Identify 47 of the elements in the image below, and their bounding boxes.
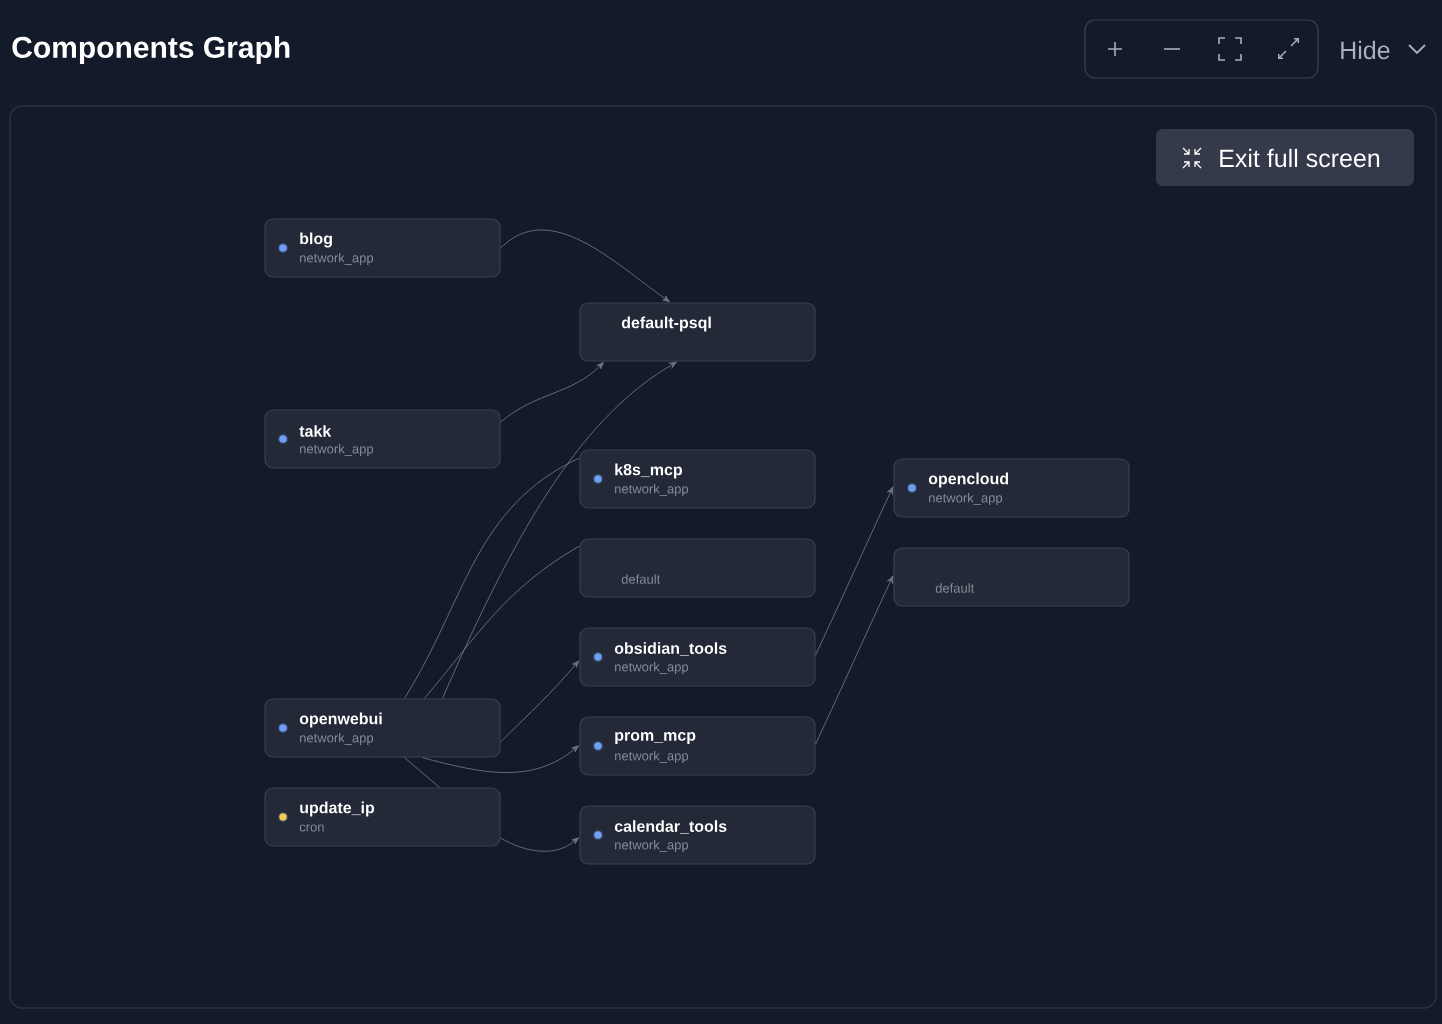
component-box <box>579 627 816 687</box>
node-title: default-psql <box>621 316 711 332</box>
arrow <box>815 575 894 745</box>
node-title: update_ip <box>300 801 375 817</box>
component-box <box>264 698 501 758</box>
component-box <box>264 409 501 469</box>
arrow <box>500 660 580 743</box>
arrow <box>442 361 677 699</box>
node-type: network_app <box>615 839 689 853</box>
node-title: blog <box>300 232 332 248</box>
arrow <box>815 486 894 656</box>
node-title: obsidian_tools <box>614 642 727 656</box>
node-type: default <box>935 583 975 593</box>
component-box <box>579 302 816 362</box>
component-box <box>893 547 1130 607</box>
node-type: network_app <box>615 750 689 764</box>
node-title: opencloud <box>928 472 1009 488</box>
node-type: network_app <box>300 732 374 746</box>
arrow <box>500 229 670 303</box>
hide-button: Hide <box>1341 40 1426 60</box>
node-type: default <box>621 574 661 584</box>
exit-fullscreen-button: Exit full screen <box>1156 129 1414 186</box>
component-box <box>264 218 501 278</box>
node-title: k8s_mcp <box>615 463 683 479</box>
node-type: network_app <box>615 483 689 497</box>
component-box <box>579 449 816 509</box>
arrow <box>422 745 579 773</box>
component-box <box>264 787 501 847</box>
connector-line <box>404 757 440 788</box>
node-type: network_app <box>929 492 1003 506</box>
component-box <box>893 458 1130 518</box>
node-type: cron <box>299 824 324 832</box>
node-type: network_app <box>300 443 374 457</box>
node-title: calendar_tools <box>614 820 727 834</box>
arrow <box>500 837 579 852</box>
node-title: takk <box>299 425 332 437</box>
page-title: Components Graph <box>12 36 290 64</box>
component-box <box>579 716 816 776</box>
node-title: prom_mcp <box>615 732 696 744</box>
component-box <box>579 538 816 598</box>
connector-line <box>424 545 580 699</box>
node-type: network_app <box>615 661 689 675</box>
connector-line <box>404 457 580 699</box>
arrow <box>500 362 604 423</box>
node-title: openwebui <box>299 712 382 728</box>
node-type: network_app <box>300 252 374 266</box>
component-box <box>579 805 816 865</box>
